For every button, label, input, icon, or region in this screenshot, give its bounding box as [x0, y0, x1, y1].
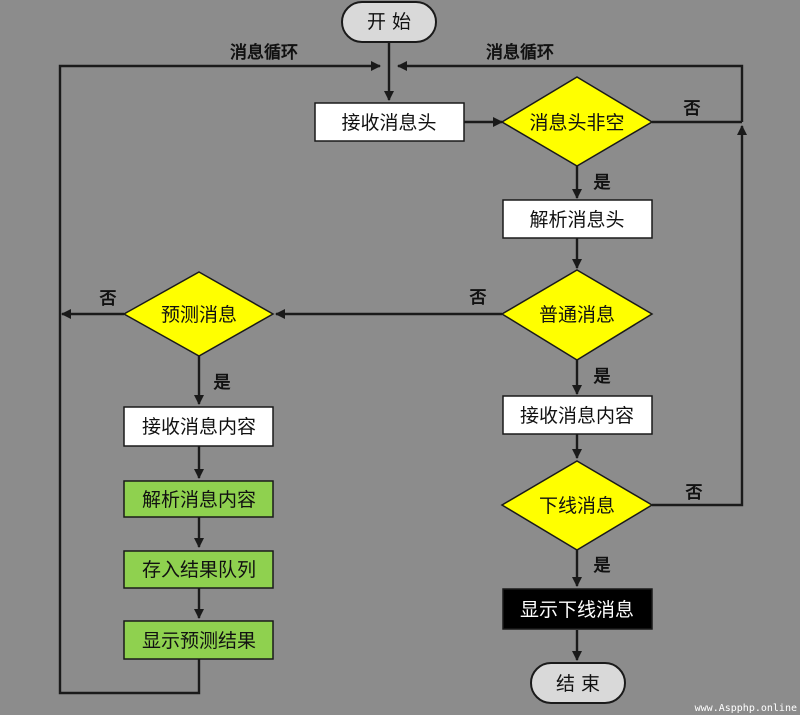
header-nonempty-label: 消息头非空 [529, 112, 624, 134]
store-queue-label: 存入结果队列 [142, 559, 256, 581]
recv-content-right-label: 接收消息内容 [520, 405, 634, 427]
predict-msg-label: 预测消息 [161, 304, 237, 326]
show-offline-label: 显示下线消息 [520, 599, 634, 621]
loop-left-label: 消息循环 [230, 42, 298, 63]
predict-msg-decision: 预测消息 [122, 271, 275, 357]
no-label-1: 否 [683, 99, 701, 119]
start-terminal: 开 始 [341, 1, 437, 43]
watermark: www.Aspphp.online [695, 703, 797, 714]
edge-offline-no-loop [652, 125, 747, 507]
store-queue-box: 存入结果队列 [123, 550, 274, 589]
end-terminal: 结 束 [530, 662, 626, 704]
edge-loop-right-top [397, 61, 744, 122]
start-label: 开 始 [367, 11, 411, 33]
offline-msg-decision: 下线消息 [500, 460, 654, 551]
offline-msg-label: 下线消息 [539, 495, 615, 517]
header-nonempty-decision: 消息头非空 [500, 76, 654, 167]
recv-content-left-box: 接收消息内容 [123, 406, 274, 447]
no-label-2: 否 [469, 288, 487, 308]
normal-msg-label: 普通消息 [539, 304, 615, 326]
yes-label-4: 是 [214, 373, 231, 393]
yes-label-3: 是 [594, 556, 611, 576]
parse-header-label: 解析消息头 [529, 209, 624, 231]
parse-content-label: 解析消息内容 [142, 489, 256, 511]
connectors [58, 42, 747, 695]
show-predict-box: 显示预测结果 [123, 620, 274, 660]
yes-label-2: 是 [594, 367, 611, 387]
no-label-3: 否 [685, 483, 703, 503]
parse-content-box: 解析消息内容 [123, 480, 274, 518]
show-offline-box: 显示下线消息 [502, 588, 653, 630]
yes-label-1: 是 [594, 173, 611, 193]
edge-loop-left [58, 61, 381, 695]
loop-right-label: 消息循环 [486, 42, 554, 63]
normal-msg-decision: 普通消息 [500, 269, 654, 361]
end-label: 结 束 [556, 673, 600, 695]
parse-header-box: 解析消息头 [502, 199, 653, 239]
no-label-4: 否 [99, 289, 117, 309]
recv-header-box: 接收消息头 [314, 102, 465, 142]
recv-content-left-label: 接收消息内容 [142, 416, 256, 438]
show-predict-label: 显示预测结果 [142, 630, 256, 652]
recv-header-label: 接收消息头 [341, 112, 436, 134]
recv-content-right-box: 接收消息内容 [502, 395, 653, 435]
